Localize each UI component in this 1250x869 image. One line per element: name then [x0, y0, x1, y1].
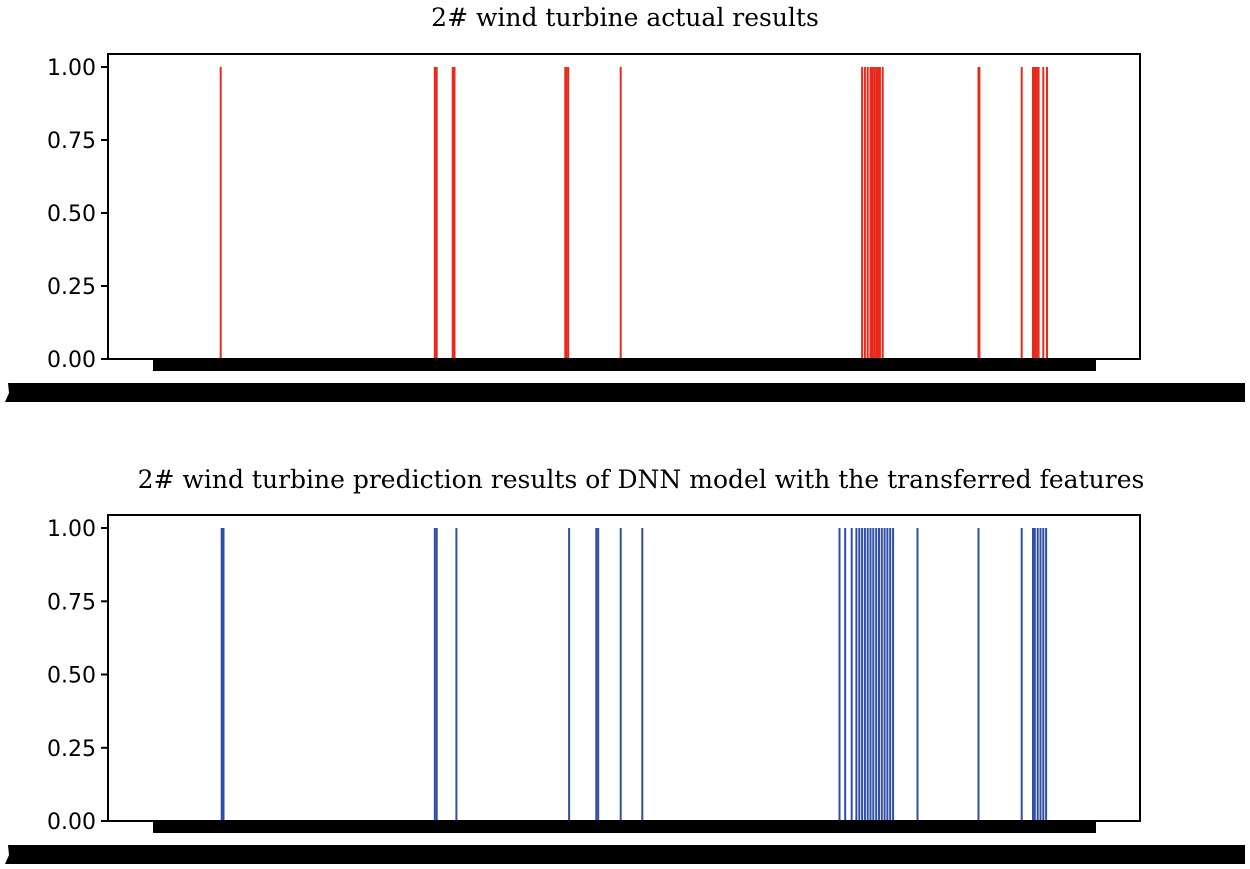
- x-axis-band-actual: [153, 359, 1096, 371]
- chart-panel-prediction: 2# wind turbine prediction results of DN…: [5, 465, 1245, 864]
- y-tick-label: 0.75: [47, 129, 96, 154]
- y-tick-label: 0.50: [47, 202, 96, 227]
- chart-title-prediction: 2# wind turbine prediction results of DN…: [138, 465, 1145, 494]
- y-tick-label: 0.25: [47, 737, 96, 762]
- y-axis-prediction: 0.00 0.25 0.50 0.75 1.00: [47, 517, 108, 835]
- plot-frame-prediction: [107, 514, 1141, 822]
- y-tick-label: 1.00: [47, 517, 96, 542]
- y-tick-label: 1.00: [47, 56, 96, 81]
- chart-title-actual: 2# wind turbine actual results: [431, 3, 819, 32]
- y-axis-actual: 0.00 0.25 0.50 0.75 1.00: [47, 56, 108, 373]
- y-tick-label: 0.75: [47, 590, 96, 615]
- x-axis-strip-prediction: [5, 845, 1245, 864]
- y-tick-label: 0.00: [47, 348, 96, 373]
- bar-series-actual: [219, 67, 1048, 359]
- x-axis-band-prediction: [153, 821, 1096, 833]
- plot-frame-actual: [107, 53, 1141, 360]
- bar-series-prediction: [220, 528, 1048, 821]
- y-tick-label: 0.00: [47, 810, 96, 835]
- y-tick-label: 0.50: [47, 664, 96, 689]
- x-axis-strip-actual: [5, 383, 1245, 402]
- chart-panel-actual: 2# wind turbine actual results 0.000.250…: [5, 3, 1245, 402]
- y-tick-label: 0.25: [47, 275, 96, 300]
